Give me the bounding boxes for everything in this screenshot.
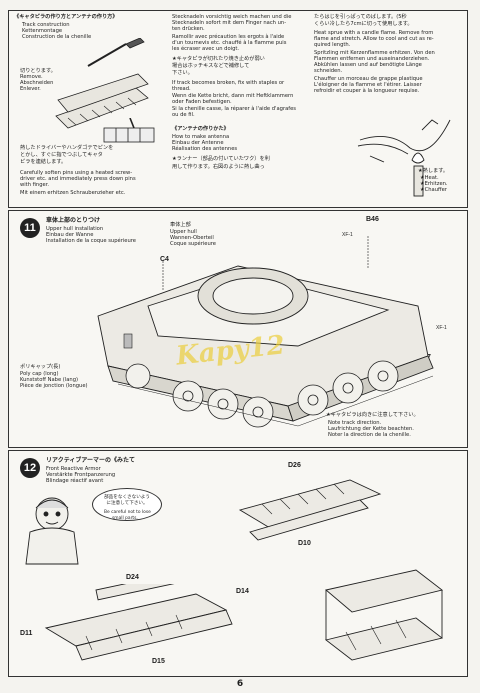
mid-de-2: oder Faden befestigen. (172, 99, 232, 105)
track-sub-fr: Construction de la chenille (22, 34, 92, 40)
mid-warn-2: 場合はホッチキスなどで補修して (172, 63, 250, 69)
track-pin-illustration (103, 118, 155, 143)
mid-line-1: Stecknadeln vorsichtig weich machen und … (172, 14, 292, 20)
step-11-title-ja: 車体上部のとりつけ (46, 217, 101, 224)
right-ja-2: くらい冷したら7cmに切って使用します。 (314, 21, 413, 27)
paint-xf1-label-top: XF-1 (342, 232, 353, 238)
mid-fr-2: ou de fil. (172, 112, 195, 118)
bubble-ja-2: に注意して下さい。 (106, 500, 148, 506)
antenna-de: Einbau der Antenne (172, 140, 224, 146)
track-direction-de: Laufrichtung der Kette beachten. (328, 426, 414, 432)
upper-hull-callout-de: Wannen-Oberteil (170, 235, 214, 241)
right-de-4: schneiden. (314, 68, 343, 74)
track-direction-en: Note track direction. (328, 420, 382, 426)
mid-en-1: If track becomes broken, fix with staple… (172, 80, 285, 86)
right-en-3: quired length. (314, 42, 351, 48)
page-number: 6 (236, 679, 244, 689)
step-12-title-en: Front Reactive Armor (46, 466, 101, 472)
armor-assembly-left (44, 584, 233, 661)
track-header: 《キャタピラの作り方とアンテナの作り方》 (14, 14, 118, 20)
upper-hull-callout-fr: Coque supérieure (170, 241, 216, 247)
armor-assembly-top (238, 479, 382, 541)
part-b46-label: B46 (366, 216, 379, 223)
heat-fr: ★Chauffer (420, 187, 447, 193)
track-sub-de: Kettenmontage (22, 28, 63, 34)
track-illustration (55, 38, 149, 129)
bubble-ja-1: 部品をなくさないよう (104, 495, 150, 500)
poly-cap-fr: Pièce de jonction (longue) (20, 383, 88, 389)
runner-line-1: ★ランナー（部品の付いていたワク）を利 (172, 156, 270, 162)
right-fr-3: refroidir et couper à la longueur requis… (314, 88, 420, 94)
part-d24-label: D24 (126, 574, 139, 581)
candle-illustration (357, 119, 451, 197)
track-body-de: Mit einem erhitzen Schraubenzieher etc. (20, 190, 126, 196)
poly-cap-de: Kunststoff Nabe (lang) (20, 377, 79, 383)
poly-cap-ja: ポリキャップ(長) (20, 364, 61, 370)
right-de-3: Abkühlen lassen und auf benötigte Länge (314, 62, 422, 68)
step-12-badge: 12 (20, 458, 40, 478)
antenna-header: 《アンテナの作りかた》 (172, 126, 229, 132)
mid-de-1: Wenn die Kette bricht, dann mit Heftklam… (172, 93, 294, 99)
cut-label-fr: Enlever. (20, 86, 41, 92)
step-11-title-en: Upper hull installation (46, 226, 104, 232)
bubble-en-1: Be careful not to lose (104, 510, 151, 515)
mid-warn-1: ★キャタピラが切れたり焼き止めが弱い (172, 56, 265, 62)
right-fr-1: Chauffer un morceau de grappe plastique (314, 76, 423, 82)
speech-bubble: 部品をなくさないよう に注意して下さい。 (92, 488, 162, 521)
track-body-en-1: Carefully soften pins using a heated scr… (20, 170, 133, 176)
cut-label-ja: 切りとります。 (20, 68, 56, 74)
track-sub-en: Track construction (22, 22, 70, 28)
heat-de: ★Erhitzen. (420, 181, 448, 187)
track-direction-fr: Noter la direction de la chenille. (328, 432, 411, 438)
part-d26-label: D26 (288, 462, 301, 469)
right-ja-1: たらはじを引っぱってのばします。(5秒 (314, 14, 407, 20)
mid-line-3: ten drücken. (172, 26, 205, 32)
cut-label-en: Remove. (20, 74, 43, 80)
heat-en: ★Heat. (420, 175, 439, 181)
armor-assembly-right (324, 569, 444, 661)
heat-ja: ★熱します。 (418, 168, 449, 174)
right-de-2: Flammen entfernen und auseinanderziehen. (314, 56, 430, 62)
part-d11-label: D11 (20, 630, 33, 637)
step-11-badge: 11 (20, 218, 40, 238)
track-body-ja-2: とかし、すぐに指でつぶしてキャタ (20, 152, 103, 158)
part-d15-label: D15 (152, 658, 165, 665)
track-direction-ja: ★キャタピラは向きに注意して下さい。 (326, 412, 419, 418)
tank-hull-illustration (97, 236, 434, 428)
mid-line-4: Ramollir avec précaution les ergots à l'… (172, 34, 285, 40)
mascot-figure (25, 497, 79, 565)
step-12-title-de: Verstärkte Frontpanzerung (46, 472, 116, 478)
paint-xf1-label-right: XF-1 (436, 325, 447, 331)
runner-line-2: 用して作ります。右図のように熱し曲っ (172, 164, 265, 170)
antenna-en: How to make antenna (172, 134, 230, 140)
antenna-fr: Réalisation des antennes (172, 146, 238, 152)
mid-line-6: les écraser avec un doigt. (172, 46, 240, 52)
step-12-title-ja: リアクティブアーマーの《みたて (46, 457, 135, 464)
track-body-ja-3: ピラを連結します。 (20, 159, 67, 165)
right-fr-2: L'éloigner de la flamme et l'étirer. Lai… (314, 82, 422, 88)
track-body-ja-1: 熱したドライバーやハンダゴテでピンを (20, 145, 114, 151)
mid-warn-3: 下さい。 (172, 70, 193, 76)
step-11-title-fr: Installation de la coque supérieure (46, 238, 136, 244)
right-en-1: Heat sprue with a candle flame. Remove f… (314, 30, 434, 36)
upper-hull-callout-en: Upper hull (170, 229, 197, 235)
bubble-en-2: small parts. (112, 516, 138, 521)
mid-line-5: d'un tournevis etc. chauffé à la flamme … (172, 40, 287, 46)
right-de-1: Spritzling mit Kerzenflamme erhitzen. Vo… (314, 50, 435, 56)
cut-label-de: Abschneiden (20, 80, 54, 86)
poly-cap-en: Poly cap (long) (20, 371, 59, 377)
track-body-en-2: driver etc. and immediately press down p… (20, 176, 136, 182)
step-12-title-fr: Blindage réactif avant (46, 478, 104, 484)
part-d10-label: D10 (298, 540, 311, 547)
upper-hull-callout-ja: 車体上部 (170, 222, 191, 228)
mid-en-2: thread. (172, 86, 191, 92)
track-body-en-3: with finger. (20, 182, 49, 188)
part-d14-label: D14 (236, 588, 249, 595)
right-en-2: flame and stretch. Allow to cool and cut… (314, 36, 434, 42)
mid-line-2: Stecknadeln sofort mit dem Finger nach u… (172, 20, 287, 26)
mid-fr-1: Si la chenille casse, la réparer à l'aid… (172, 106, 296, 112)
part-c4-label: C4 (160, 256, 169, 263)
step-11-title-de: Einbau der Wanne (46, 232, 94, 238)
